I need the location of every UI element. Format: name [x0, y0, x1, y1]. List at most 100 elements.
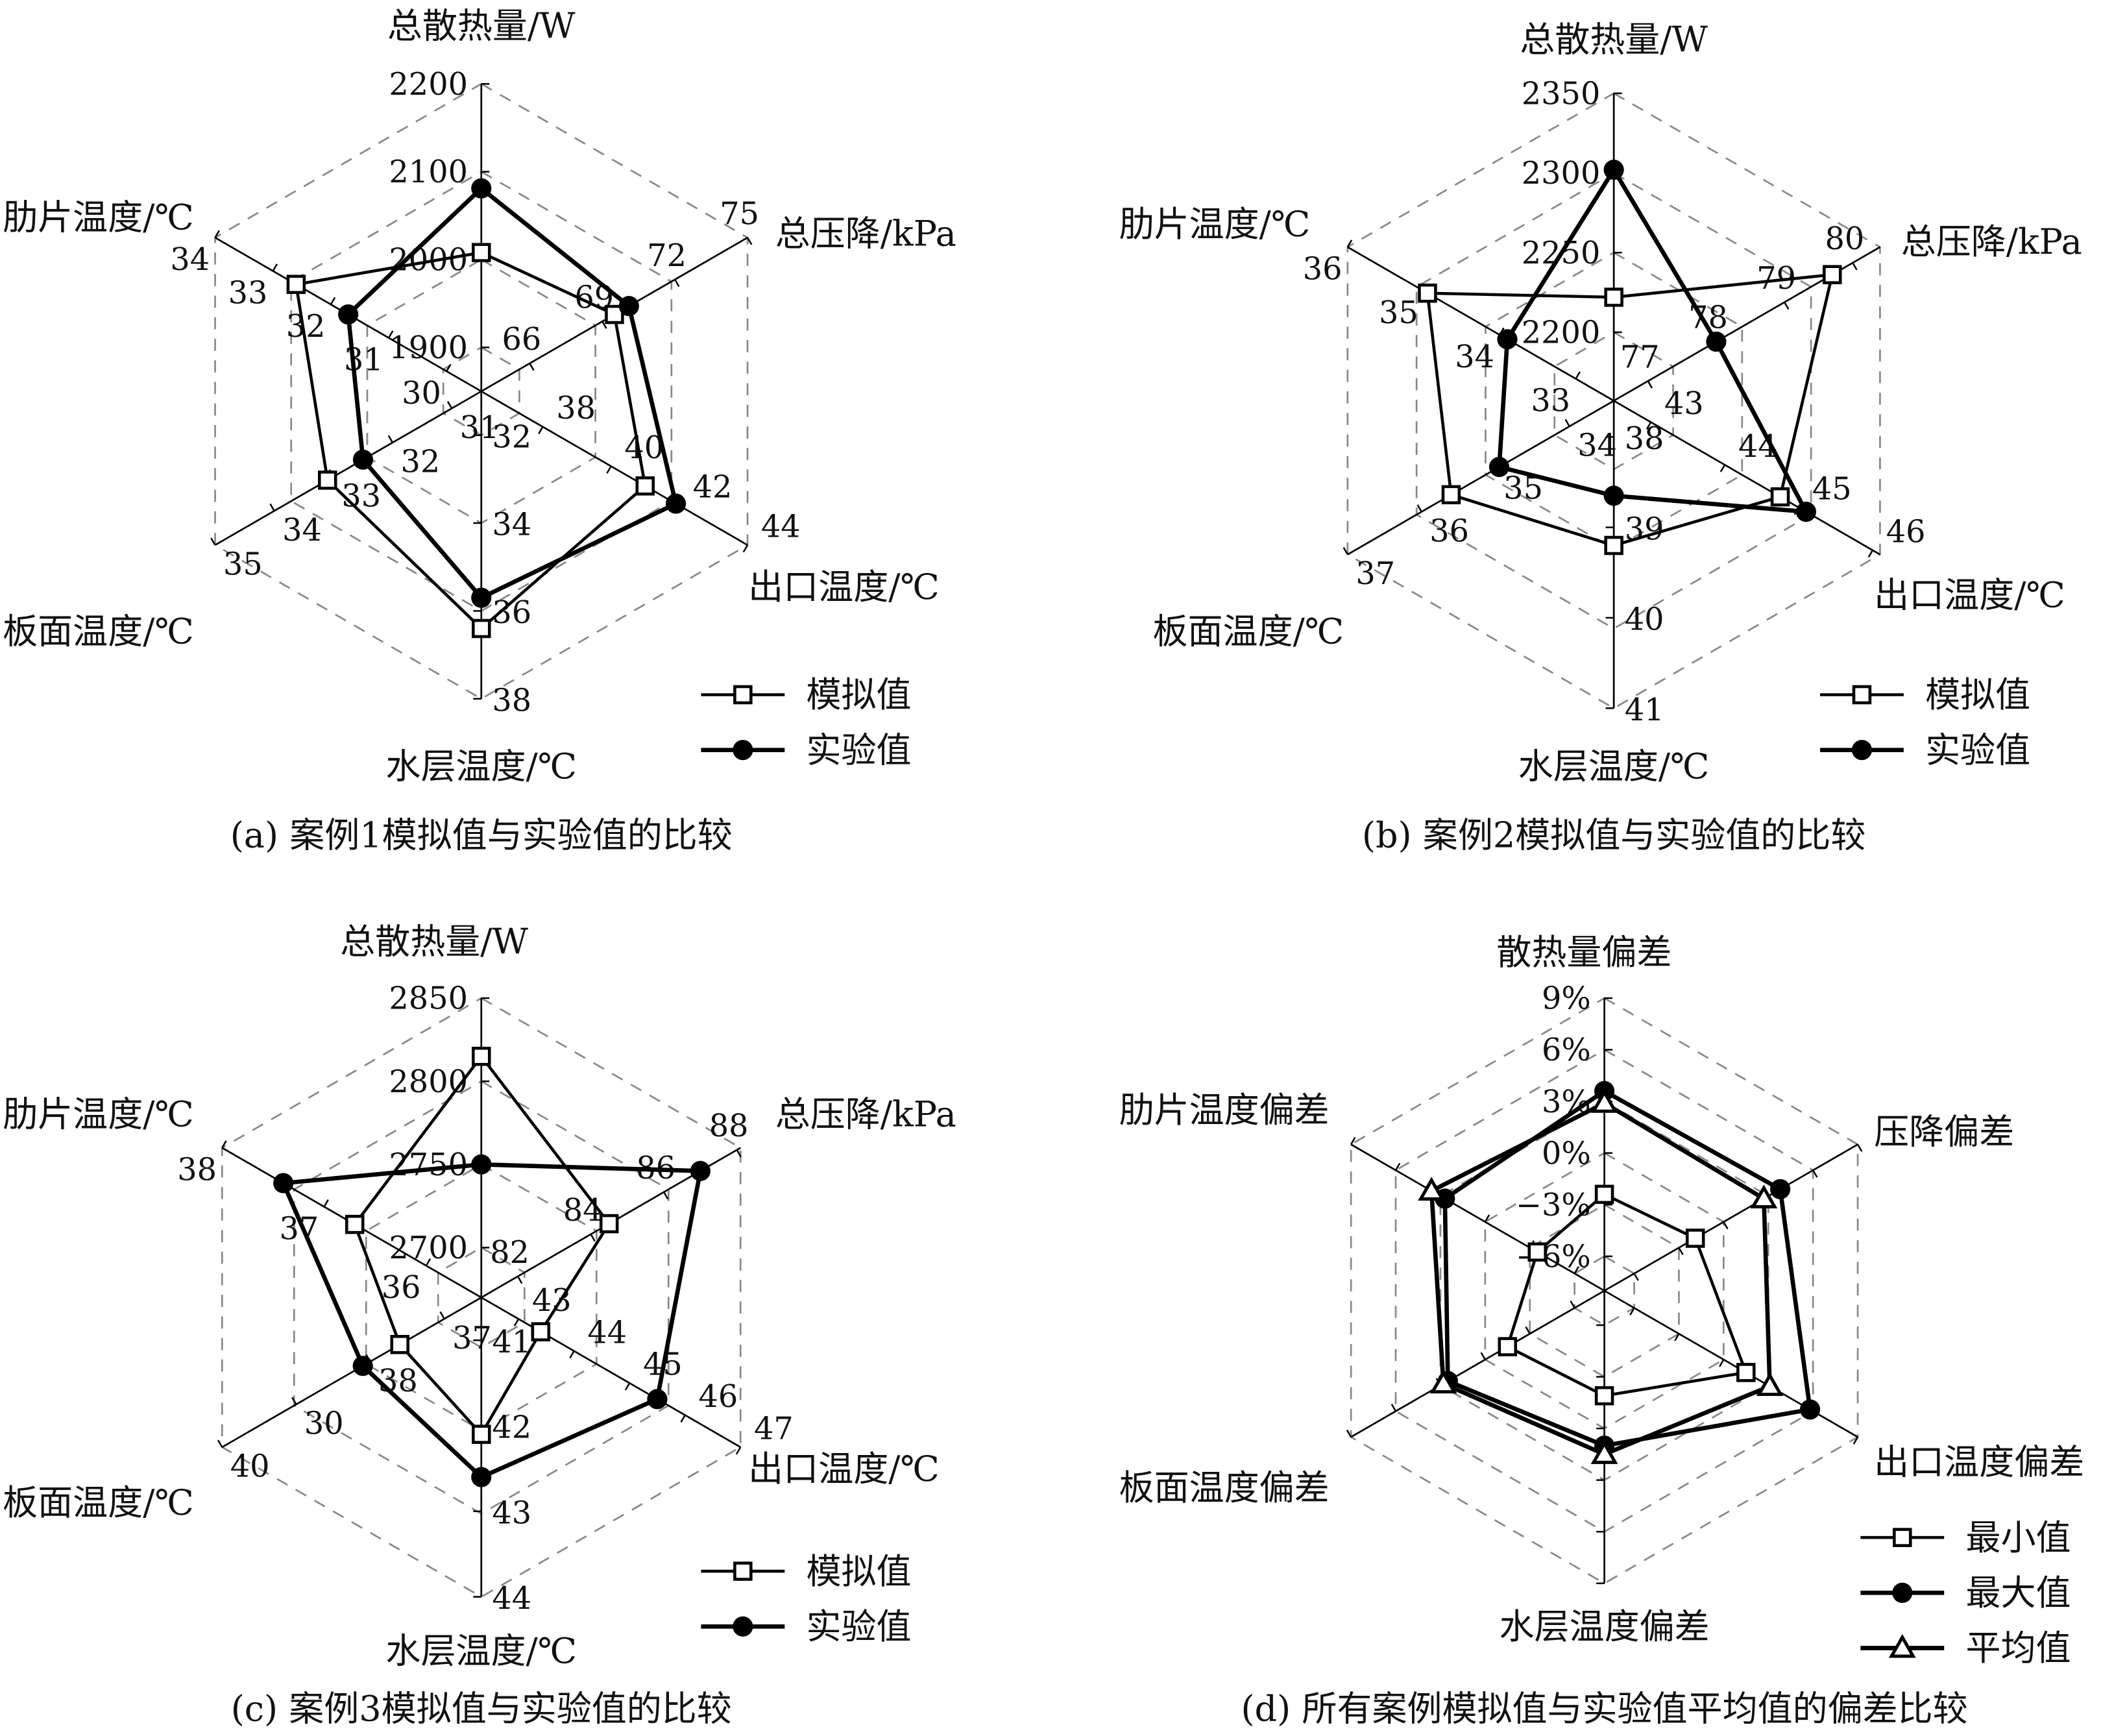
tick-label-fin: 33 — [228, 275, 268, 311]
tick-label-outlet: 43 — [1664, 386, 1704, 422]
axis-title-plate: 板面温度/℃ — [1153, 611, 1344, 652]
axis-outlet — [481, 390, 748, 546]
tick-label-plate: 40 — [230, 1449, 270, 1485]
tick-label-water: 44 — [492, 1581, 531, 1617]
tick-label-plate: 32 — [400, 445, 440, 480]
tick-mark — [742, 544, 749, 553]
data-point-circle-outlet — [666, 493, 686, 514]
tick-label-plate: 30 — [304, 1406, 344, 1442]
tick-label-heat: 2300 — [1522, 156, 1601, 191]
legend-label: 模拟值 — [807, 674, 912, 715]
axis-title-plate: 板面温度/℃ — [3, 1482, 194, 1523]
data-point-square-pressure — [1823, 265, 1842, 284]
tick-mark — [1852, 262, 1858, 271]
tick-label-heat: −6% — [1516, 1239, 1591, 1275]
tick-mark — [1784, 302, 1790, 310]
tick-label-plate: 37 — [452, 1321, 492, 1356]
tick-mark — [1394, 1162, 1401, 1171]
tick-label-fin: 33 — [1531, 384, 1570, 419]
tick-label-fin: 34 — [170, 242, 210, 278]
axis-title-pressure: 总压降/kPa — [775, 1094, 956, 1134]
tick-label-heat: 2350 — [1522, 76, 1601, 112]
tick-mark — [387, 435, 394, 443]
tick-label-pressure: 82 — [490, 1235, 529, 1271]
tick-label-plate: 34 — [282, 513, 322, 548]
tick-label-water: 32 — [492, 419, 531, 455]
tick-label-heat: 6% — [1542, 1033, 1591, 1068]
data-point-square-plate — [317, 471, 337, 490]
legend-marker-circle — [733, 1616, 753, 1637]
data-point-square-water — [472, 1424, 491, 1444]
tick-label-heat: 2100 — [389, 154, 468, 190]
data-point-circle-water — [471, 587, 492, 608]
tick-mark — [1856, 1143, 1863, 1152]
axis-title-pressure: 总压降/kPa — [775, 214, 956, 254]
axis-outlet — [481, 1297, 741, 1449]
tick-label-fin: 36 — [1303, 252, 1343, 287]
tick-mark — [272, 263, 278, 272]
axis-title-heat: 散热量偏差 — [1496, 932, 1671, 973]
tick-mark — [446, 400, 453, 409]
tick-mark — [1647, 380, 1653, 389]
tick-label-outlet: 46 — [1886, 514, 1926, 550]
tick-label-outlet: 42 — [693, 470, 733, 506]
tick-mark — [674, 279, 680, 287]
axis-title-fin: 肋片温度/℃ — [3, 197, 194, 238]
axis-title-water: 水层温度/℃ — [385, 746, 577, 787]
tick-mark — [735, 1447, 742, 1455]
legend-marker-circle — [1851, 740, 1873, 761]
axis-fin — [1347, 246, 1614, 402]
tick-label-plate: 31 — [460, 410, 500, 446]
data-point-triangle-water — [1590, 1440, 1618, 1464]
data-point-square-fin — [1527, 1242, 1547, 1262]
legend-marker-square — [1852, 685, 1872, 705]
tick-label-plate: 36 — [1429, 513, 1469, 549]
tick-label-fin: 36 — [382, 1270, 421, 1306]
data-point-triangle-heat — [1590, 1089, 1618, 1113]
radar-panel-4: −6%−3%0%3%6%9%散热量偏差压降偏差出口温度偏差水层温度偏差板面温度偏… — [1119, 932, 2085, 1730]
data-point-square-fin — [286, 275, 306, 294]
tick-mark — [1350, 1137, 1356, 1145]
tick-label-heat: 2800 — [389, 1064, 468, 1100]
legend-label: 模拟值 — [807, 1551, 912, 1592]
data-point-square-fin — [345, 1214, 365, 1234]
data-point-triangle-outlet — [1756, 1372, 1784, 1397]
data-point-circle-plate — [352, 449, 374, 470]
data-point-square-fin — [1418, 283, 1437, 303]
tick-label-heat: 9% — [1542, 981, 1591, 1017]
axis-pressure — [1603, 1143, 1858, 1292]
axis-title-outlet: 出口温度/℃ — [748, 567, 940, 607]
axis-outlet — [1603, 1290, 1858, 1438]
legend-marker-square — [1893, 1528, 1912, 1547]
panel-caption: (c) 案例3模拟值与实验值的比较 — [231, 1689, 732, 1730]
data-point-square-pressure — [1685, 1229, 1705, 1248]
tick-mark — [516, 1276, 523, 1284]
tick-label-heat: 2850 — [389, 981, 468, 1017]
data-point-square-outlet — [1770, 487, 1790, 507]
tick-mark — [214, 230, 220, 238]
tick-mark — [221, 1140, 227, 1149]
tick-label-pressure: 66 — [502, 322, 542, 358]
tick-mark — [529, 363, 535, 371]
tick-mark — [1573, 1265, 1579, 1274]
tick-mark — [624, 1382, 631, 1391]
data-point-square-water — [472, 618, 491, 639]
legend-marker-triangle — [1888, 1633, 1916, 1658]
tick-label-water: 42 — [492, 1410, 531, 1446]
legend-label: 实验值 — [807, 1606, 912, 1647]
axis-title-heat: 总散热量/W — [387, 6, 576, 47]
tick-mark — [1853, 1436, 1859, 1445]
tick-mark — [1570, 1300, 1575, 1309]
tick-mark — [1678, 1247, 1684, 1256]
tick-mark — [1629, 1307, 1635, 1315]
axis-plate — [1347, 400, 1614, 556]
data-point-square-water — [1594, 1386, 1614, 1406]
axis-title-outlet: 出口温度偏差 — [1874, 1441, 2084, 1482]
tick-mark — [736, 1149, 742, 1158]
tick-label-outlet: 45 — [1812, 472, 1852, 507]
tick-mark — [606, 465, 612, 474]
data-point-circle-fin — [1497, 329, 1518, 350]
tick-mark — [1719, 464, 1726, 472]
data-point-circle-water — [1603, 485, 1624, 506]
